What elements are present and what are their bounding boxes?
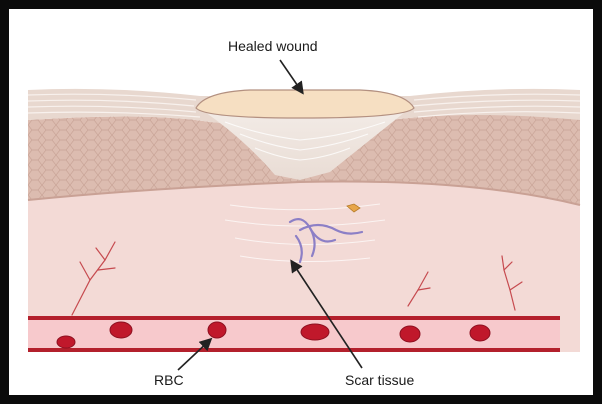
label-rbc: RBC xyxy=(154,372,184,388)
healed-wound-cap xyxy=(196,90,414,118)
label-healed-wound: Healed wound xyxy=(228,38,318,54)
rbc-cell-icon xyxy=(301,324,329,340)
rbc-cell-icon xyxy=(57,336,75,348)
arrow-icon xyxy=(280,60,302,92)
rbc-cell-icon xyxy=(400,326,420,342)
rbc-cell-icon xyxy=(208,322,226,338)
label-scar-tissue: Scar tissue xyxy=(345,372,414,388)
rbc-cell-icon xyxy=(110,322,132,338)
rbc-cell-icon xyxy=(470,325,490,341)
